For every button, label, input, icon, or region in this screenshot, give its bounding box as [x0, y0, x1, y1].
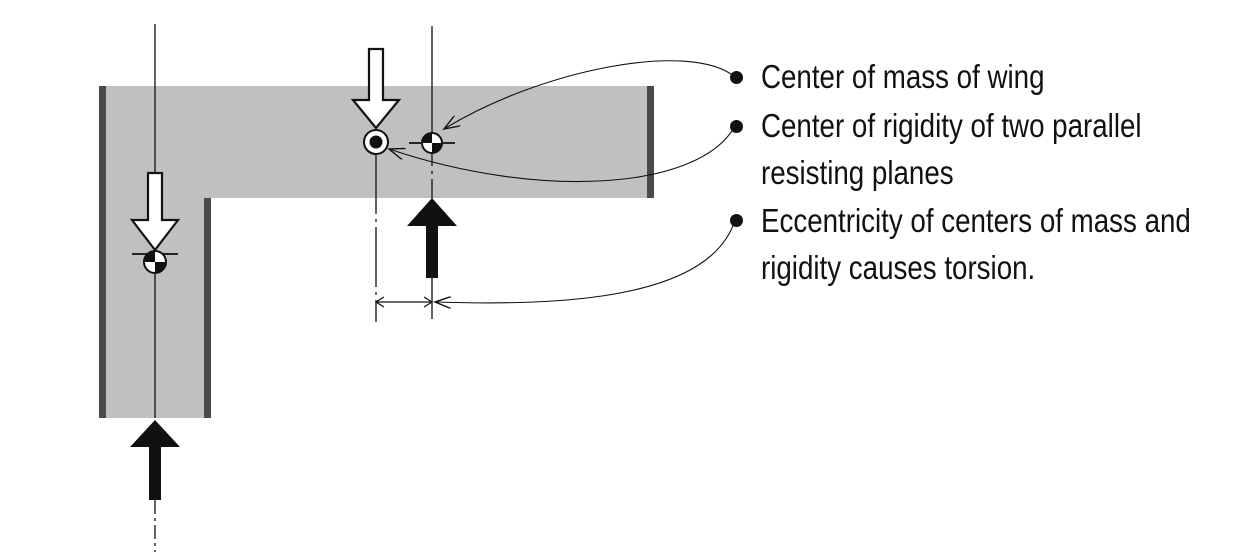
legend-bullet-1 — [730, 71, 743, 84]
legend-item-center-of-rigidity: Center of rigidity of two parallel resis… — [761, 102, 1142, 196]
legend-line: Center of mass of wing — [761, 58, 1045, 95]
legend-line: resisting planes — [761, 154, 954, 191]
wall-left-inner — [204, 198, 211, 418]
wall-right-end — [647, 86, 654, 198]
legend-bullet-3 — [730, 214, 743, 227]
left-force-arrow — [130, 420, 180, 500]
l-shaped-slab — [104, 86, 652, 418]
eccentricity-dimension — [374, 296, 434, 308]
legend-item-eccentricity: Eccentricity of centers of mass and rigi… — [761, 197, 1191, 291]
right-mass-arrow — [350, 47, 402, 130]
center-of-mass-icon — [363, 129, 389, 155]
legend-line: rigidity causes torsion. — [761, 249, 1036, 286]
leader-mass — [444, 60, 736, 129]
right-force-arrow — [407, 198, 457, 278]
legend-line: Eccentricity of centers of mass and — [761, 202, 1191, 239]
wall-left-outer — [99, 86, 106, 418]
leader-rigidity — [389, 125, 736, 182]
legend-item-center-of-mass: Center of mass of wing — [761, 53, 1044, 100]
left-mass-arrow — [129, 171, 181, 252]
center-of-rigidity-icon — [409, 132, 455, 154]
leader-eccentricity — [435, 219, 736, 303]
legend-line: Center of rigidity of two parallel — [761, 107, 1142, 144]
legend-bullet-2 — [730, 120, 743, 133]
left-center-symbol — [132, 250, 178, 274]
